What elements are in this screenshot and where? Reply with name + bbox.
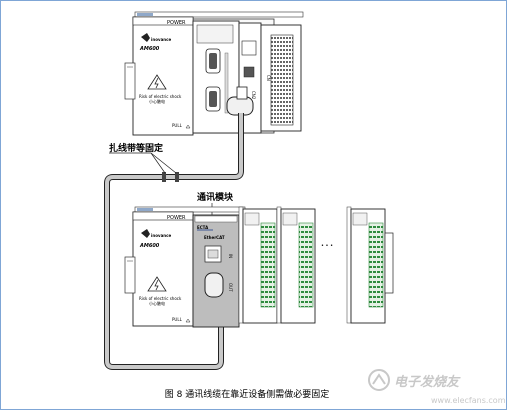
ethercat-comm-module <box>192 214 240 328</box>
bottom-power-module <box>132 211 194 327</box>
brand-logo-icon <box>141 33 150 42</box>
watermark: 电子发烧友 www.elecfans.com <box>368 369 506 405</box>
top-plc-unit: POWER inovance AM600 Risk of electric sh… <box>124 11 304 136</box>
watermark-url: www.elecfans.com <box>431 396 506 405</box>
bottom-warning-cn: 小心触电 <box>149 300 165 306</box>
tie-annotation: 扎线带等固定 <box>109 142 177 174</box>
brand-logo-icon <box>141 229 150 238</box>
tie-label: 扎线带等固定 <box>109 142 164 154</box>
top-power-module <box>132 16 194 136</box>
bottom-warning-text: Risk of electric shock <box>139 296 182 301</box>
top-power-label: POWER <box>167 20 186 26</box>
svg-text:inovance: inovance <box>151 37 171 42</box>
warning-triangle-icon <box>147 74 167 90</box>
more-modules-ellipsis: • • • <box>321 243 333 249</box>
bottom-model-label: AM600 <box>139 243 160 249</box>
io-module-3 <box>346 206 386 324</box>
comm-module-label: 通讯模块 <box>197 191 234 203</box>
bottom-power-label: POWER <box>167 215 186 221</box>
io-module-2 <box>276 206 316 324</box>
ethernet-cable <box>104 113 244 370</box>
warning-triangle-icon <box>147 276 167 292</box>
cable-tie-1 <box>162 172 166 182</box>
figure-caption: 图 8 通讯线缆在靠近设备侧需做必要固定 <box>165 388 329 400</box>
watermark-main: 电子发烧友 <box>394 374 461 390</box>
port-out-plug <box>204 272 224 298</box>
svg-text:inovance: inovance <box>151 233 171 238</box>
bottom-pull-label: PULL <box>172 317 183 322</box>
top-warning-text: Risk of electric shock <box>139 94 182 99</box>
bottom-plc-unit: POWER inovance AM600 Risk of electric sh… <box>124 206 394 328</box>
io-module-1 <box>238 206 278 324</box>
ecta-tag: ECTA <box>197 225 209 230</box>
ethercat-name: EtherCAT <box>204 235 225 240</box>
top-pull-label: PULL <box>172 123 183 128</box>
port-out-label: OUT <box>228 283 233 292</box>
watermark-logo-icon <box>368 369 390 391</box>
svg-text:CN2: CN2 <box>251 91 256 100</box>
top-warning-cn: 小心触电 <box>149 98 165 104</box>
cable-tie-2 <box>175 172 179 182</box>
port-in-label: IN <box>228 254 233 258</box>
top-model-label: AM600 <box>139 46 160 52</box>
svg-text:CN: CN <box>266 75 271 81</box>
